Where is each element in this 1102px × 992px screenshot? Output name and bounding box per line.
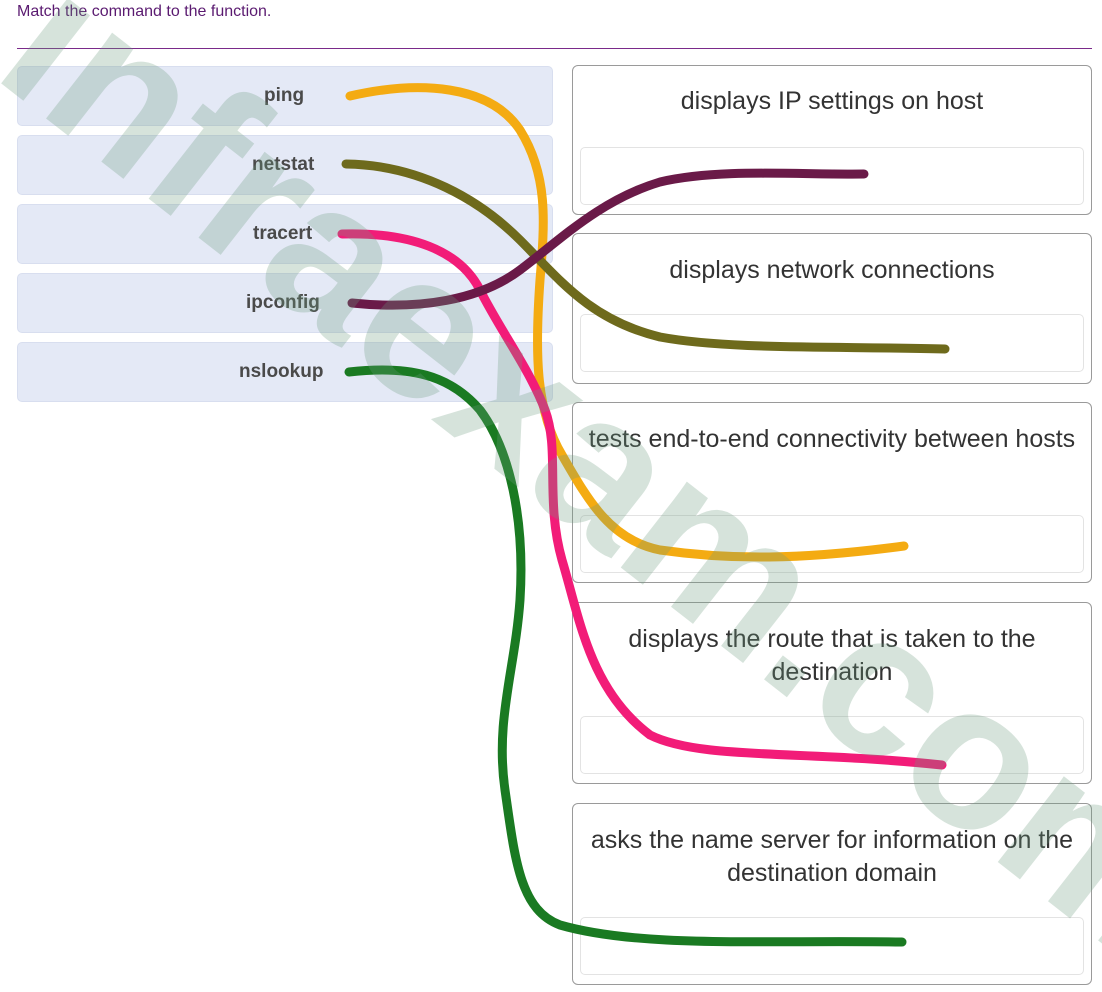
function-label: tests end-to-end connectivity between ho… xyxy=(588,425,1076,453)
target-box-network-connections: displays network connections xyxy=(572,233,1092,384)
drop-zone[interactable] xyxy=(580,515,1084,573)
divider xyxy=(17,48,1092,49)
match-line-tracert xyxy=(337,229,947,770)
function-label: displays IP settings on host xyxy=(680,87,984,115)
command-label: netstat xyxy=(252,154,315,175)
command-item-netstat[interactable]: netstat xyxy=(17,135,553,195)
command-label: ipconfig xyxy=(246,292,320,313)
instruction-text: Match the command to the function. xyxy=(17,3,272,20)
drop-zone[interactable] xyxy=(580,314,1084,372)
target-box-ip-settings: displays IP settings on host xyxy=(572,65,1092,215)
function-label: displays the route that is taken to the … xyxy=(628,625,1036,686)
drop-zone[interactable] xyxy=(580,147,1084,205)
function-label: displays network connections xyxy=(669,256,995,284)
match-line-netstat xyxy=(341,159,950,354)
match-line-nslookup xyxy=(344,365,907,947)
drop-zone[interactable] xyxy=(580,917,1084,975)
target-box-name-server: asks the name server for information on … xyxy=(572,803,1092,985)
match-line-ping xyxy=(345,83,909,562)
command-label: nslookup xyxy=(239,361,324,382)
drop-zone[interactable] xyxy=(580,716,1084,774)
command-label: ping xyxy=(264,85,305,106)
match-line-ipconfig xyxy=(347,168,869,310)
function-label: asks the name server for information on … xyxy=(590,826,1074,887)
command-label: tracert xyxy=(253,223,313,244)
command-item-tracert[interactable]: tracert xyxy=(17,204,553,264)
command-item-ipconfig[interactable]: ipconfig xyxy=(17,273,553,333)
